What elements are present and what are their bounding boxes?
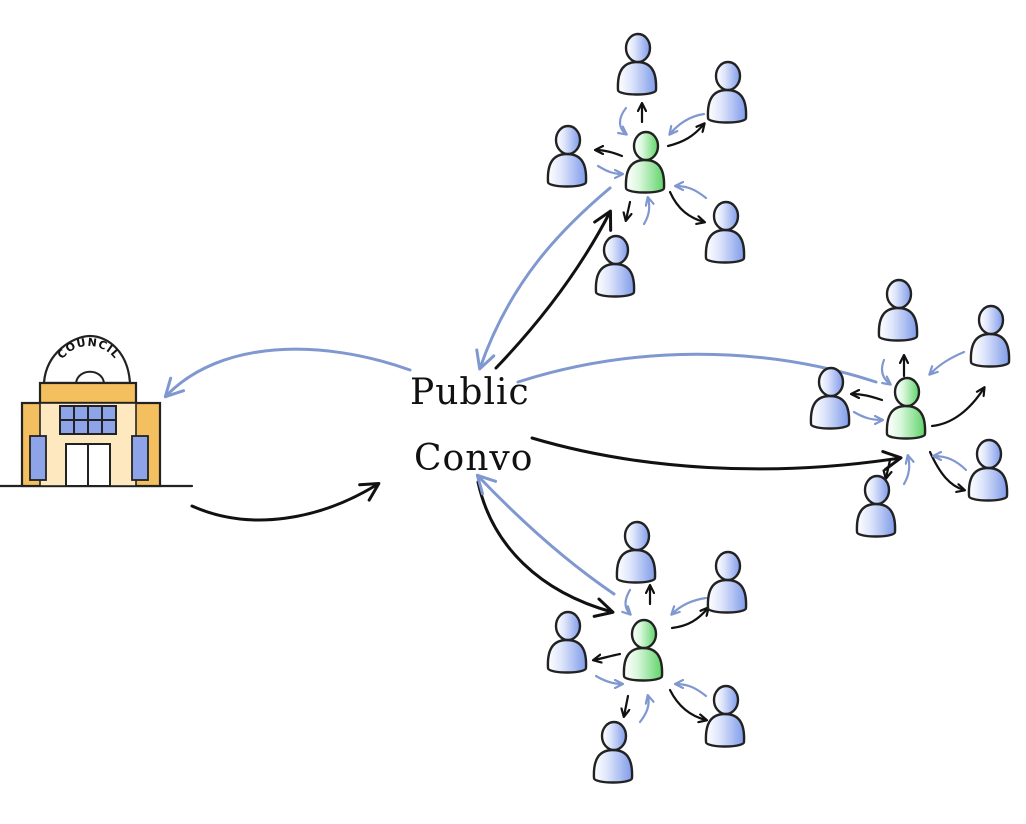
person-icon <box>592 720 634 784</box>
cluster-top <box>546 32 748 298</box>
arrow-council-to-convo <box>190 481 381 522</box>
person-icon <box>706 550 748 614</box>
person-icon <box>704 200 746 264</box>
person-icon <box>594 234 636 298</box>
main-flows <box>163 186 903 618</box>
person-icon <box>967 438 1009 502</box>
person-icon <box>855 474 897 538</box>
council-building-icon: COUNCIL <box>0 334 194 488</box>
person-icon <box>615 520 657 584</box>
person-icon <box>616 32 658 96</box>
person-icon <box>546 610 588 674</box>
arrow-top-cluster-to-convo <box>475 186 612 371</box>
arrow-convo-to-top-cluster <box>494 209 613 370</box>
hub-person-icon <box>624 130 666 194</box>
arrow-convo-to-council <box>163 347 412 399</box>
person-icon <box>706 60 748 124</box>
person-icon <box>809 366 851 430</box>
hub-person-icon <box>885 376 927 440</box>
hub-person-icon <box>622 618 664 682</box>
arrow-bottom-cluster-to-convo <box>475 473 616 596</box>
center-label-line1: Public <box>410 372 530 413</box>
cluster-bottom <box>546 520 748 784</box>
center-label-line2: Convo <box>414 438 533 479</box>
arrow-convo-to-bottom-cluster <box>476 480 615 618</box>
center-label: Public Convo <box>410 372 533 479</box>
cluster-right <box>809 278 1011 538</box>
person-icon <box>969 304 1011 368</box>
person-icon <box>546 124 588 188</box>
arrow-convo-to-right-cluster <box>530 436 903 471</box>
person-icon <box>704 684 746 748</box>
person-icon <box>877 278 919 342</box>
